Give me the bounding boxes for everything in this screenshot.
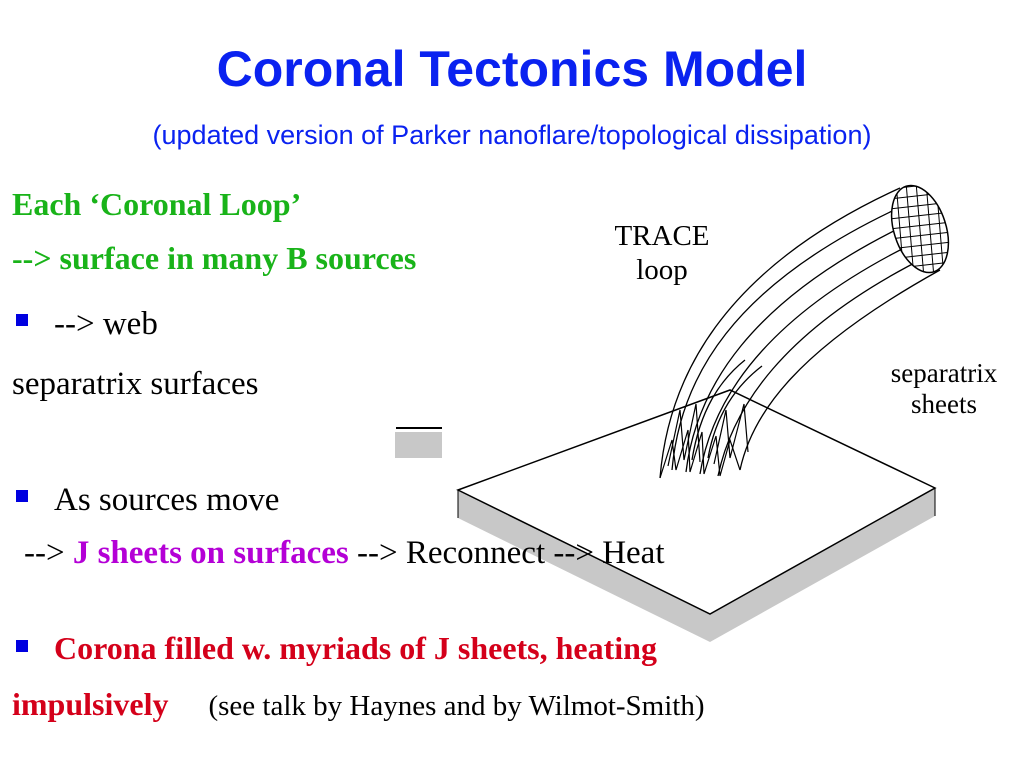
bullet-1-text: --> web [54,306,158,342]
bullet-2-continuation: --> J sheets on surfaces --> Reconnect -… [24,535,665,572]
heading-line1: Each ‘Coronal Loop’ [12,186,302,222]
bullet-2-prefix: --> [24,535,65,571]
bullet-2: As sources move [16,482,279,519]
bullet-3: Corona filled w. myriads of J sheets, he… [16,630,657,667]
bullet-3-emphasis: impulsively [12,686,169,722]
bullet-1-continuation: separatrix surfaces [12,366,259,402]
trace-label-line2: loop [636,254,688,286]
separatrix-sheets [659,403,749,479]
bullet-3-note: (see talk by Haynes and by Wilmot-Smith) [208,690,705,722]
bullet-3-text: Corona filled w. myriads of J sheets, he… [54,630,657,666]
bullet-2-highlight: J sheets on surfaces [72,535,349,571]
bullet-square-icon [16,639,28,652]
separatrix-label-line1: separatrix [891,358,998,388]
trace-label-line1: TRACE [614,220,709,252]
heading-line2: --> surface in many B sources [12,240,417,276]
separatrix-label-line2: sheets [911,389,977,419]
loop-strands [659,187,941,479]
bullet-square-icon [16,314,28,327]
small-gray-box [395,432,442,458]
bullet-2-text: As sources move [54,482,280,518]
bullet-1: --> web [16,306,158,343]
bullet-square-icon [16,490,28,503]
bullet-2-suffix: --> Reconnect --> Heat [357,535,665,571]
loop-cross-section [881,178,959,280]
page-title: Coronal Tectonics Model [216,41,808,97]
bullet-3-continuation: impulsively (see talk by Haynes and by Wi… [12,686,705,723]
page-subtitle: (updated version of Parker nanoflare/top… [152,120,872,150]
plate-shadow [458,488,935,642]
